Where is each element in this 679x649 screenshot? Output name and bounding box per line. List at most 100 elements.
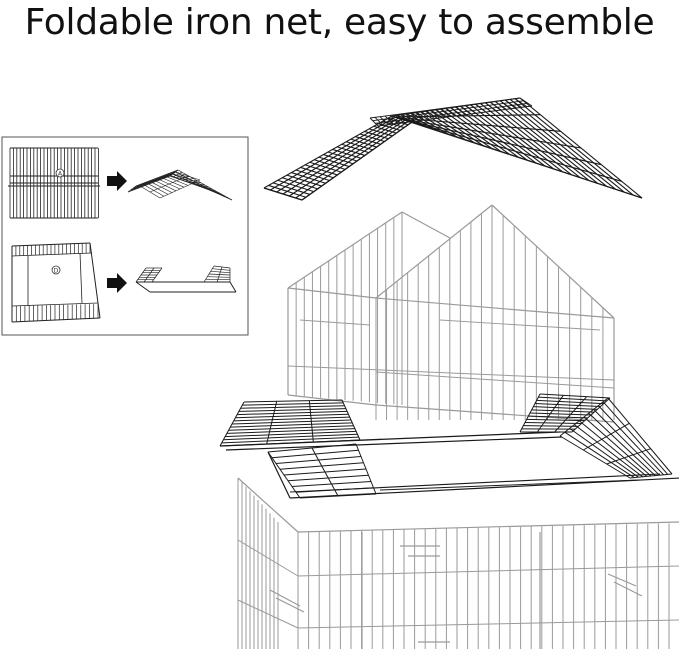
wire: [526, 418, 585, 422]
wire: [266, 401, 278, 445]
wire: [419, 110, 430, 120]
wire: [479, 102, 492, 112]
wire: [203, 265, 215, 283]
wire: [459, 105, 471, 115]
wire: [172, 171, 183, 178]
wire: [504, 99, 517, 109]
wire: [229, 281, 237, 293]
wire: [235, 413, 349, 419]
inset-instructions: A D: [1, 136, 249, 336]
page-title: Foldable iron net, easy to assemble: [24, 2, 655, 43]
wire: [295, 120, 409, 199]
wire: [602, 401, 669, 475]
wire: [384, 115, 394, 125]
wire: [607, 573, 637, 587]
wire: [143, 267, 155, 283]
wire: [374, 117, 384, 126]
wire: [226, 428, 355, 434]
wire: [269, 589, 301, 607]
wire: [11, 317, 101, 323]
wire: [484, 102, 497, 112]
wire: [564, 431, 635, 479]
wire: [282, 118, 403, 195]
wire: [139, 171, 177, 187]
wire: [469, 104, 481, 114]
wire: [79, 252, 83, 304]
roof-mesh-top: [263, 97, 643, 201]
wire: [263, 115, 393, 189]
wire: [369, 117, 379, 127]
wire: [444, 107, 456, 117]
wire: [219, 401, 245, 447]
wire: [238, 408, 346, 412]
panel-d-marker: [51, 265, 61, 275]
wire: [287, 365, 615, 381]
wire: [424, 110, 435, 120]
folded-tray-preview: [135, 265, 237, 293]
wire: [267, 451, 301, 499]
wire: [529, 412, 592, 416]
wire: [192, 183, 209, 188]
wire: [242, 402, 344, 406]
wire: [297, 521, 679, 533]
wire: [569, 427, 639, 478]
wire: [534, 403, 601, 407]
wire: [578, 420, 648, 477]
wire: [554, 396, 588, 433]
wire: [389, 115, 399, 124]
panel-a-label: A: [58, 171, 63, 178]
wire: [405, 119, 602, 166]
wire: [341, 399, 361, 441]
wire: [494, 100, 507, 110]
wire: [538, 396, 607, 402]
wire: [216, 266, 223, 283]
wire: [311, 447, 339, 497]
panel-a-marker: [55, 168, 65, 178]
arrow-right-icon: [107, 171, 127, 191]
wire: [606, 448, 651, 465]
wire: [237, 410, 348, 416]
wire: [375, 404, 615, 423]
wire: [149, 175, 189, 193]
wire: [509, 98, 522, 108]
wire: [263, 187, 303, 201]
wire: [401, 118, 582, 149]
wire: [464, 104, 476, 114]
wire: [267, 451, 291, 499]
wire: [299, 319, 371, 326]
wire: [528, 415, 588, 419]
wire: [401, 211, 451, 239]
wire: [629, 473, 673, 479]
panel-d-label: D: [54, 268, 59, 275]
wire: [11, 302, 99, 307]
wire: [237, 599, 299, 629]
wire: [135, 169, 179, 187]
cage-lower-body: [237, 477, 679, 649]
wire: [536, 399, 604, 405]
wire: [223, 433, 358, 441]
wire: [240, 405, 345, 409]
folded-roof-preview: [127, 169, 233, 201]
wire: [583, 422, 630, 451]
wire: [275, 597, 305, 613]
wire: [375, 102, 529, 124]
wire: [379, 479, 641, 491]
wire: [270, 116, 396, 191]
wire: [172, 173, 218, 194]
wire: [135, 267, 147, 283]
wire: [514, 98, 528, 108]
wire: [231, 419, 352, 425]
wire: [559, 435, 631, 479]
wire: [429, 109, 440, 119]
wire: [135, 281, 151, 293]
flat-roof-panel-a: [8, 147, 100, 219]
wire: [583, 416, 652, 477]
wire: [531, 409, 595, 413]
wire: [375, 371, 615, 389]
wire: [159, 179, 201, 199]
wire: [151, 267, 163, 283]
wire: [454, 106, 466, 116]
wire: [377, 105, 533, 127]
arrow-right-icon: [107, 273, 127, 293]
